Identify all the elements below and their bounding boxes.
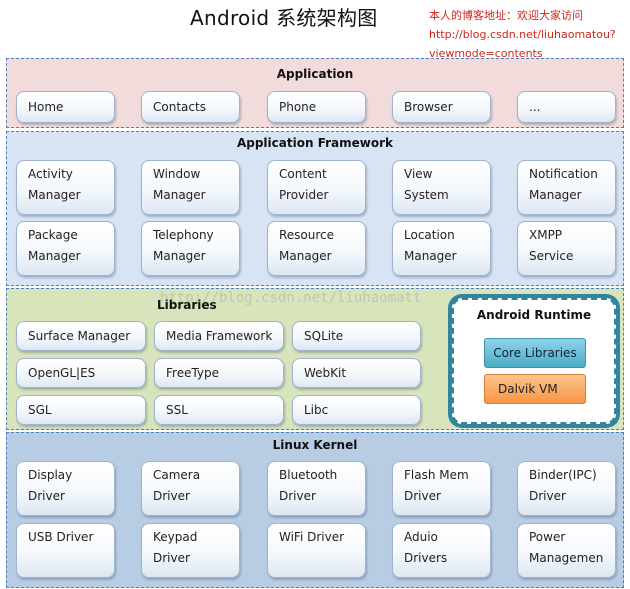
location-manager-box: Location Manager [392, 221, 491, 276]
blog-note: 本人的博客地址：欢迎大家访问 http://blog.csdn.net/liuh… [429, 6, 629, 63]
sgl-box: SGL [16, 395, 146, 425]
android-runtime-panel: Android Runtime Core Libraries Dalvik VM [452, 298, 616, 424]
audio-drivers-box: Aduio Drivers [392, 523, 491, 578]
application-layer-title: Application [276, 67, 354, 81]
app-contacts-box: Contacts [141, 91, 240, 123]
blog-note-line-2[interactable]: http://blog.csdn.net/liuhaomatou? [429, 28, 616, 41]
app-home-box: Home [16, 91, 115, 123]
camera-driver-box: Camera Driver [141, 461, 240, 516]
power-management-box: Power Managemen [517, 523, 616, 578]
app-more-box: ... [517, 91, 616, 123]
opengl-es-box: OpenGL|ES [16, 358, 146, 388]
android-runtime-frame: Android Runtime Core Libraries Dalvik VM [448, 294, 620, 428]
core-libraries-box: Core Libraries [484, 338, 586, 368]
xmpp-service-box: XMPP Service [517, 221, 616, 276]
wifi-driver-box: WiFi Driver [267, 523, 366, 578]
media-framework-box: Media Framework [154, 321, 284, 351]
bluetooth-driver-box: Bluetooth Driver [267, 461, 366, 516]
app-browser-box: Browser [392, 91, 491, 123]
framework-layer-title: Application Framework [236, 136, 394, 150]
dalvik-vm-box: Dalvik VM [484, 374, 586, 404]
libraries-layer-title: Libraries [157, 298, 217, 312]
blog-note-line-3[interactable]: viewmode=contents [429, 47, 543, 60]
window-manager-box: Window Manager [141, 160, 240, 215]
sqlite-box: SQLite [292, 321, 421, 351]
libc-box: Libc [292, 395, 421, 425]
content-provider-box: Content Provider [267, 160, 366, 215]
usb-driver-box: USB Driver [16, 523, 115, 578]
app-phone-box: Phone [267, 91, 366, 123]
flash-mem-driver-box: Flash Mem Driver [392, 461, 491, 516]
display-driver-box: Display Driver [16, 461, 115, 516]
webkit-box: WebKit [292, 358, 421, 388]
resource-manager-box: Resource Manager [267, 221, 366, 276]
android-runtime-title: Android Runtime [476, 308, 592, 322]
surface-manager-box: Surface Manager [16, 321, 146, 351]
diagram-title: Android 系统架构图 [190, 6, 378, 30]
view-system-box: View System [392, 160, 491, 215]
keypad-driver-box: Keypad Driver [141, 523, 240, 578]
blog-note-line-1: 本人的博客地址：欢迎大家访问 [429, 9, 583, 22]
notification-manager-box: Notification Manager [517, 160, 616, 215]
package-manager-box: Package Manager [16, 221, 115, 276]
ssl-box: SSL [154, 395, 284, 425]
telephony-manager-box: Telephony Manager [141, 221, 240, 276]
linux-kernel-layer-title: Linux Kernel [272, 438, 358, 452]
activity-manager-box: Activity Manager [16, 160, 115, 215]
binder-ipc-driver-box: Binder(IPC) Driver [517, 461, 616, 516]
freetype-box: FreeType [154, 358, 284, 388]
